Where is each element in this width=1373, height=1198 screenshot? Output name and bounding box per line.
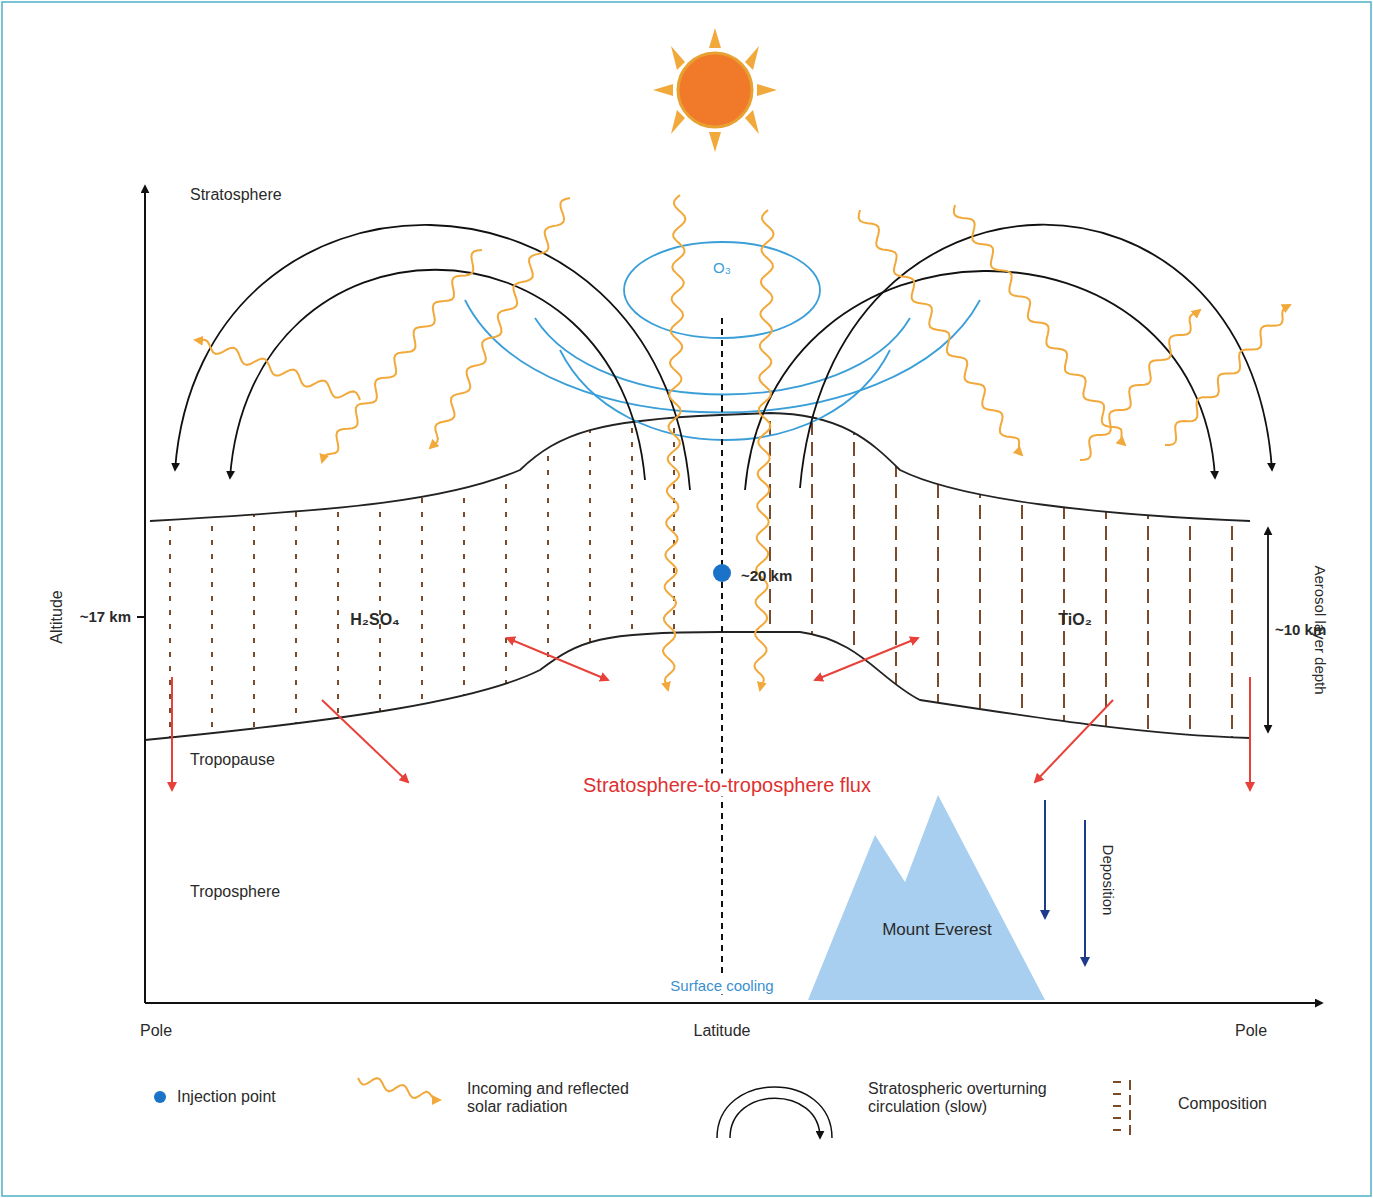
composition-dash bbox=[811, 400, 813, 760]
axis-title: Altitude bbox=[48, 590, 66, 643]
composition-dash bbox=[169, 400, 171, 760]
altitude-value: ~20 km bbox=[741, 567, 792, 584]
compound-label: TiO₂ bbox=[1058, 611, 1091, 629]
radiation-ray bbox=[1165, 305, 1290, 445]
composition-dash bbox=[895, 400, 897, 760]
composition-dash bbox=[937, 400, 939, 760]
axes bbox=[137, 186, 1322, 1003]
deposition-label: Deposition bbox=[1099, 845, 1116, 916]
effect-label: Surface cooling bbox=[666, 977, 777, 994]
mountain-fill bbox=[808, 795, 1045, 1000]
axis-end-label: Pole bbox=[140, 1022, 172, 1040]
radiation-ray bbox=[663, 195, 686, 690]
composition-dash bbox=[211, 400, 213, 760]
depth-arrow bbox=[1267, 528, 1269, 732]
composition-dash bbox=[589, 400, 591, 760]
composition-dash bbox=[421, 400, 423, 760]
composition-dash bbox=[1147, 400, 1149, 760]
legend-text: Incoming and reflected solar radiation bbox=[467, 1080, 667, 1117]
overturning-circulation bbox=[175, 225, 1272, 490]
deposition-arrows bbox=[1045, 800, 1085, 965]
layer-name: Stratosphere bbox=[190, 186, 282, 204]
flux-arrows bbox=[172, 638, 1250, 790]
axis-title: Latitude bbox=[694, 1022, 751, 1040]
dimension-title: Aerosol layer depth bbox=[1311, 565, 1328, 694]
mountain-outline bbox=[800, 790, 1052, 1003]
legend-text: Stratospheric overturning circulation (s… bbox=[868, 1080, 1088, 1117]
equator-line bbox=[721, 318, 723, 1000]
compound-label: H₂SO₄ bbox=[350, 611, 399, 629]
injection-point bbox=[713, 564, 731, 582]
layer-name: Troposphere bbox=[190, 883, 280, 901]
radiation-ray bbox=[322, 250, 482, 462]
composition-dash bbox=[463, 400, 465, 760]
legend-text: Injection point bbox=[177, 1088, 276, 1106]
radiation-ray bbox=[754, 210, 773, 690]
radiation-ray bbox=[195, 340, 360, 400]
radiation-ray bbox=[358, 1078, 440, 1100]
composition-dash bbox=[253, 400, 255, 760]
composition-dash bbox=[379, 400, 381, 760]
radiation-ray bbox=[954, 205, 1125, 445]
legend-symbols bbox=[154, 1078, 1130, 1138]
tropopause-line bbox=[145, 632, 1250, 740]
solar-radiation bbox=[195, 195, 1290, 690]
axis-end-label: Pole bbox=[1235, 1022, 1267, 1040]
radiation-ray bbox=[1080, 310, 1200, 460]
radiation-ray bbox=[430, 198, 570, 448]
flux-label: Stratosphere-to-troposphere flux bbox=[579, 774, 875, 797]
composition-dash bbox=[1189, 400, 1191, 760]
layer-name: Tropopause bbox=[190, 751, 275, 769]
composition-dash bbox=[1231, 400, 1233, 760]
radiation-ray bbox=[859, 210, 1022, 455]
sun bbox=[653, 28, 777, 152]
composition-dash bbox=[631, 400, 633, 760]
mountain-label: Mount Everest bbox=[882, 920, 992, 940]
aerosol-layer-top bbox=[150, 413, 1250, 521]
composition-dash bbox=[505, 400, 507, 760]
altitude-value: ~17 km bbox=[80, 608, 131, 625]
ozone-label: O₃ bbox=[713, 259, 731, 276]
mountain-shape: Mount Everest bbox=[800, 790, 1052, 1003]
composition-dash bbox=[295, 400, 297, 760]
composition-dash bbox=[547, 400, 549, 760]
legend-text: Composition bbox=[1178, 1095, 1267, 1113]
composition-dash bbox=[979, 400, 981, 760]
composition-dash bbox=[337, 400, 339, 760]
composition-dash bbox=[1063, 400, 1065, 760]
composition-dash bbox=[853, 400, 855, 760]
composition-dash bbox=[673, 400, 675, 760]
